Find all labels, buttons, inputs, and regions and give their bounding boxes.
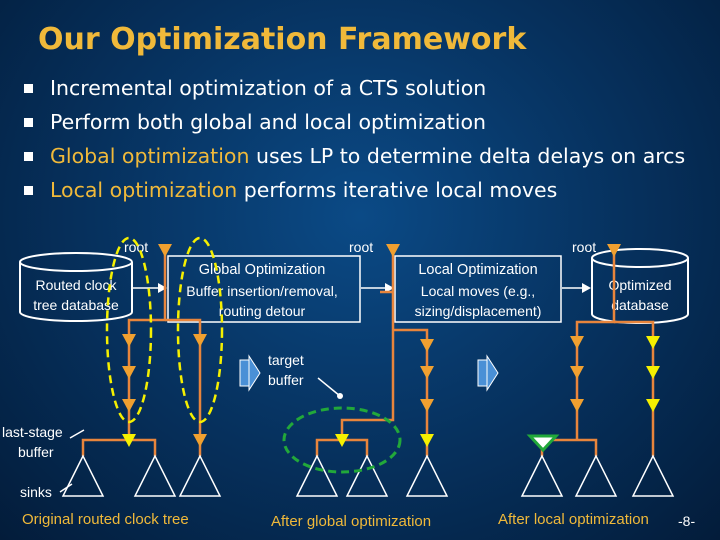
buffer-icon bbox=[122, 366, 136, 379]
db-left-line1: Routed clock bbox=[36, 277, 118, 293]
original-clock-tree bbox=[61, 244, 222, 497]
buffer-icon bbox=[646, 399, 660, 412]
buffer-icon bbox=[420, 366, 434, 379]
bullet-item: Global optimization uses LP to determine… bbox=[22, 142, 685, 176]
wire-segment bbox=[575, 252, 616, 440]
buffer-icon bbox=[193, 334, 207, 347]
buffer-icon bbox=[420, 434, 434, 447]
sink-triangle bbox=[405, 454, 449, 497]
buffer-icon bbox=[420, 339, 434, 352]
last-stage-line2: buffer bbox=[18, 444, 54, 460]
sink-triangle bbox=[520, 454, 564, 497]
buffer-icon bbox=[646, 366, 660, 379]
bullet-item: Incremental optimization of a CTS soluti… bbox=[22, 74, 685, 108]
buffer-icon bbox=[607, 244, 621, 257]
root-label: root bbox=[124, 239, 148, 255]
wire-segment bbox=[577, 438, 598, 456]
sink-triangle bbox=[178, 454, 222, 497]
database-left-icon bbox=[19, 252, 133, 322]
pointer-line bbox=[59, 483, 73, 493]
root-label: root bbox=[349, 239, 373, 255]
buffer-icon bbox=[122, 334, 136, 347]
bullet-square-icon bbox=[24, 118, 33, 127]
caption-local: After local optimization bbox=[498, 511, 649, 528]
target-highlight-ellipse bbox=[282, 406, 402, 474]
last-stage-line1: last-stage bbox=[2, 424, 63, 440]
bullet-list: Incremental optimization of a CTS soluti… bbox=[22, 74, 685, 210]
block-arrow-icon bbox=[239, 354, 261, 392]
bullet-square-icon bbox=[24, 152, 33, 161]
highlight-ellipse bbox=[105, 236, 153, 424]
pointer-line bbox=[317, 377, 343, 399]
db-right-line1: Optimized bbox=[608, 277, 671, 293]
global-box-line1: Buffer insertion/removal, bbox=[186, 283, 337, 299]
bullet-highlight: Global optimization bbox=[50, 144, 250, 168]
wire-segment bbox=[127, 252, 167, 440]
caption-global: After global optimization bbox=[271, 513, 431, 530]
wire-segment bbox=[614, 320, 655, 440]
highlight-ellipse bbox=[176, 236, 224, 424]
bullet-square-icon bbox=[24, 186, 33, 195]
sink-triangle bbox=[345, 454, 389, 497]
local-box-line2: sizing/displacement) bbox=[415, 303, 542, 319]
wire-segment bbox=[315, 438, 342, 456]
bullet-text: performs iterative local moves bbox=[237, 178, 558, 202]
buffer-icon bbox=[386, 244, 400, 257]
pointer-line bbox=[69, 429, 85, 439]
wire-segment bbox=[81, 438, 129, 456]
target-buffer-line1: target bbox=[268, 352, 304, 368]
local-optimized-clock-tree bbox=[520, 244, 675, 497]
buffer-icon bbox=[193, 434, 207, 447]
sink-triangle bbox=[574, 454, 618, 497]
buffer-icon bbox=[122, 399, 136, 412]
global-box-line2: routing detour bbox=[219, 303, 306, 319]
wire-segment bbox=[129, 438, 157, 456]
sinks-label: sinks bbox=[20, 484, 52, 500]
bullet-text: uses LP to determine delta delays on arc… bbox=[249, 144, 686, 168]
wire-segment bbox=[342, 438, 369, 456]
slide-title: Our Optimization Framework bbox=[38, 22, 527, 57]
bullet-highlight: Local optimization bbox=[50, 178, 238, 202]
global-optimization-box bbox=[167, 255, 361, 323]
wire-segment bbox=[340, 330, 395, 440]
page-number: -8- bbox=[678, 513, 695, 529]
buffer-icon bbox=[158, 244, 172, 257]
flow-arrow-icon bbox=[562, 283, 591, 293]
buffer-icon bbox=[646, 336, 660, 349]
buffer-icon bbox=[570, 336, 584, 349]
buffer-icon bbox=[570, 366, 584, 379]
sink-triangle bbox=[61, 454, 105, 497]
local-box-line1: Local moves (e.g., bbox=[421, 283, 535, 299]
buffer-icon bbox=[526, 434, 560, 453]
block-arrow-icon bbox=[477, 354, 499, 392]
global-optimized-clock-tree bbox=[295, 244, 449, 497]
target-buffer-line2: buffer bbox=[268, 372, 304, 388]
buffer-icon bbox=[570, 399, 584, 412]
flow-arrow-icon bbox=[133, 283, 167, 293]
local-box-title: Local Optimization bbox=[418, 262, 537, 278]
buffer-icon bbox=[122, 434, 136, 447]
wire-segment bbox=[165, 318, 202, 440]
db-right-line2: database bbox=[611, 297, 669, 313]
buffer-icon bbox=[420, 399, 434, 412]
sink-triangle bbox=[631, 454, 675, 497]
local-optimization-box bbox=[394, 255, 562, 323]
flow-arrow-icon bbox=[361, 283, 394, 293]
caption-original: Original routed clock tree bbox=[22, 511, 189, 528]
bullet-item: Local optimization performs iterative lo… bbox=[22, 176, 685, 210]
buffer-icon bbox=[335, 434, 349, 447]
bullet-square-icon bbox=[24, 84, 33, 93]
bullet-text: Perform both global and local optimizati… bbox=[50, 110, 487, 134]
global-box-title: Global Optimization bbox=[199, 262, 326, 278]
bullet-text: Incremental optimization of a CTS soluti… bbox=[50, 76, 487, 100]
sink-triangle bbox=[133, 454, 177, 497]
db-left-line2: tree database bbox=[33, 297, 119, 313]
wire-segment bbox=[393, 328, 429, 440]
root-label: root bbox=[572, 239, 596, 255]
bullet-item: Perform both global and local optimizati… bbox=[22, 108, 685, 142]
sink-triangle bbox=[295, 454, 339, 497]
